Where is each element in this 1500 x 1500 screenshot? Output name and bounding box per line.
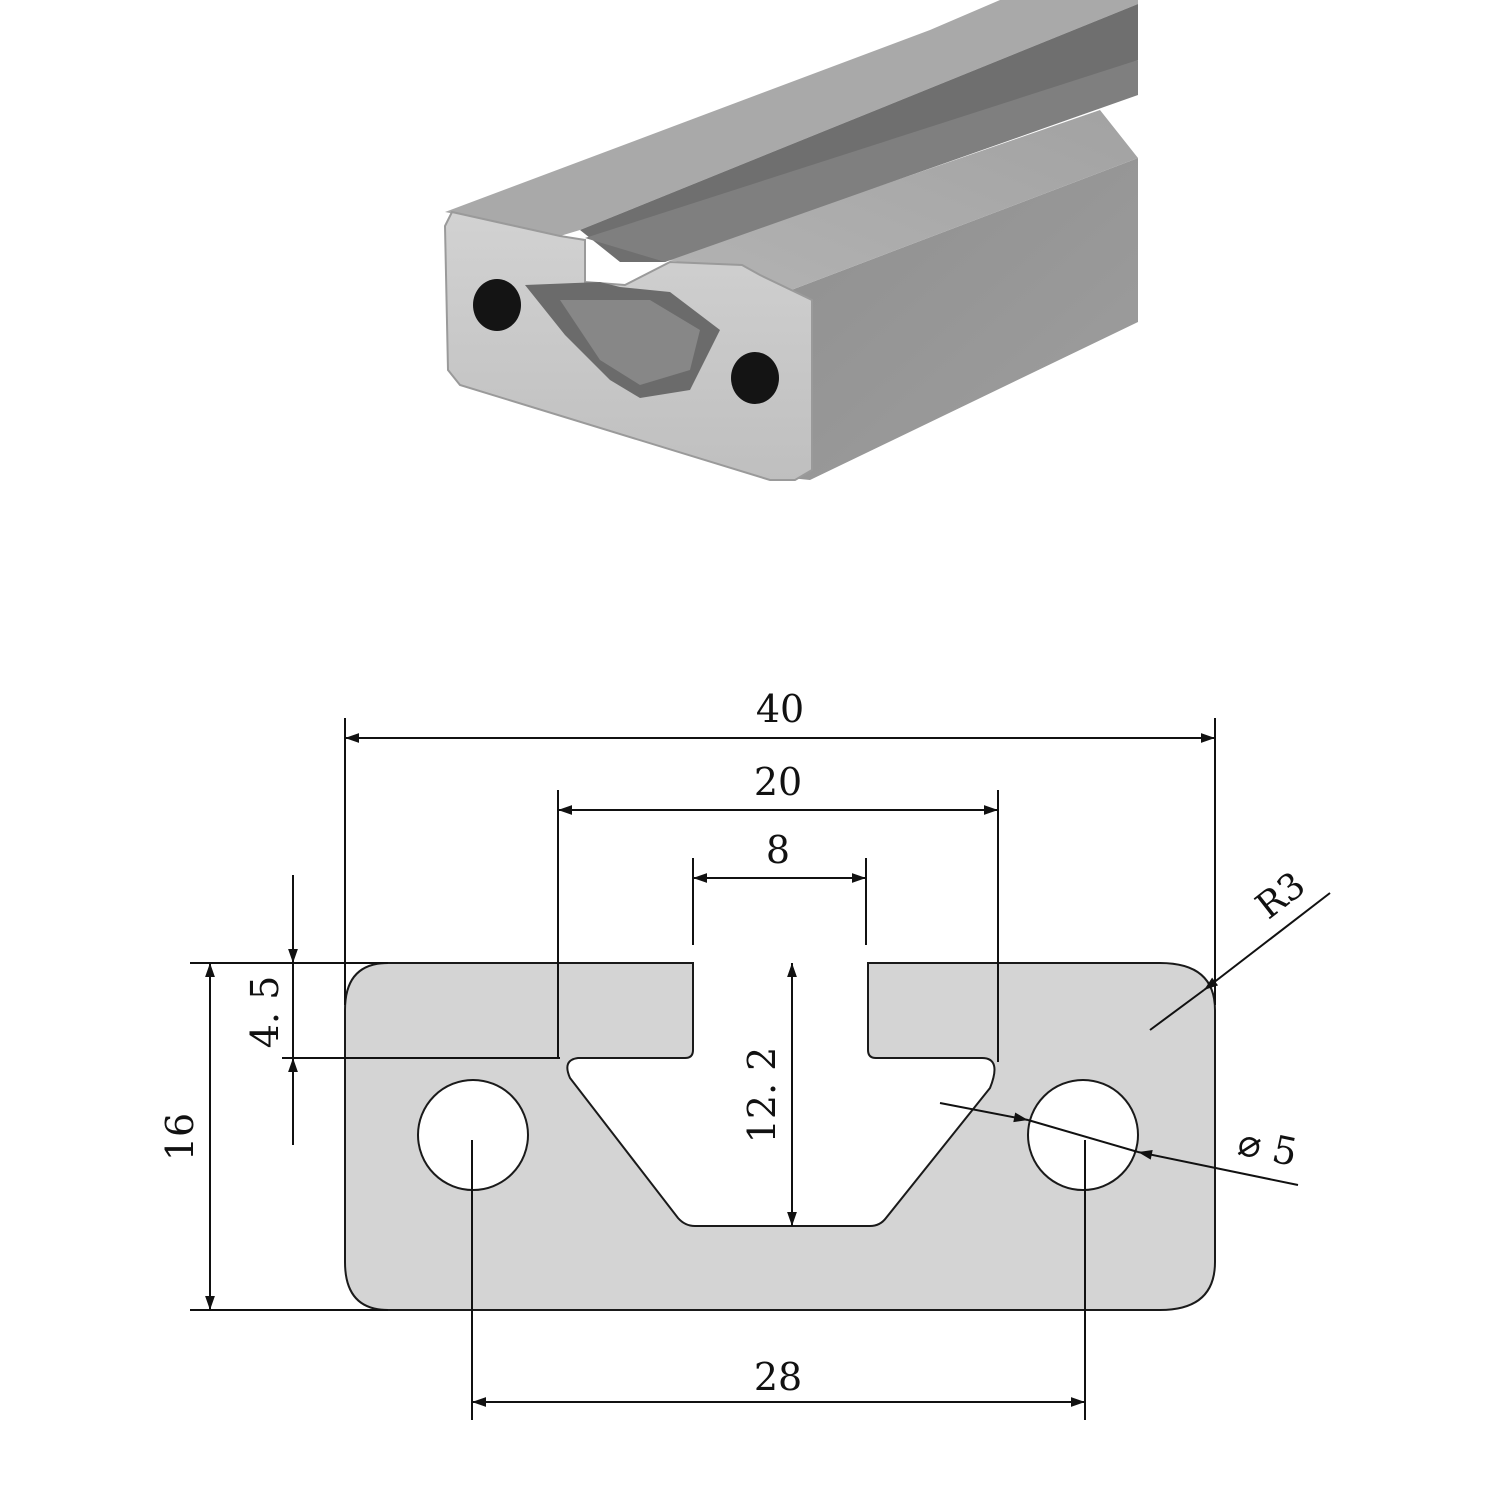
- render-side-face: [765, 158, 1138, 480]
- render-left-top: [445, 0, 1138, 236]
- render-slot-wall: [585, 60, 1138, 262]
- dim-12-2-label: 12. 2: [740, 1047, 784, 1144]
- dim-8-label: 8: [766, 828, 790, 872]
- dim-dia-leader: [939, 1102, 1029, 1123]
- render-hole-left: [473, 279, 521, 331]
- dim-4-5-label: 4. 5: [243, 976, 287, 1049]
- dim-40-label: 40: [756, 687, 804, 731]
- dim-dia-leader-2: [1137, 1150, 1299, 1186]
- dim-28-label: 28: [754, 1355, 802, 1399]
- dim-20-label: 20: [754, 760, 802, 804]
- dim-dia-label: ⌀ 5: [1234, 1120, 1301, 1175]
- render-slot-shine: [560, 300, 700, 385]
- extrusion-render: [443, 0, 1138, 481]
- render-right-top: [665, 110, 1138, 300]
- dim-16-label: 16: [158, 1113, 202, 1161]
- render-hole-right: [731, 352, 779, 404]
- slot-opening: [694, 958, 867, 966]
- dimension-lines: [190, 718, 1331, 1420]
- dim-r3-leader: [1203, 892, 1331, 991]
- dim-r3-label: R3: [1249, 864, 1314, 927]
